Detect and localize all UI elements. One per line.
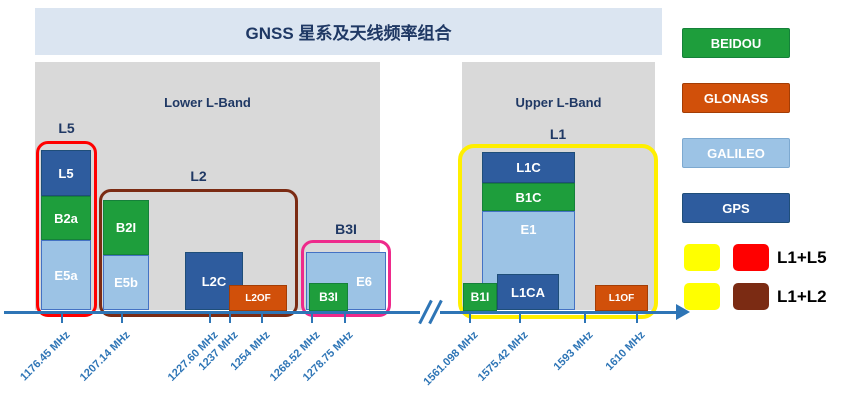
legend-beidou: BEIDOU bbox=[682, 28, 790, 58]
block-b2i: B2I bbox=[103, 200, 149, 255]
axis-tick bbox=[209, 314, 211, 323]
axis-tick bbox=[519, 314, 521, 323]
block-e5b: E5b bbox=[103, 255, 149, 310]
combo-l1l2-yellow-swatch bbox=[684, 283, 720, 310]
lower-lband-label: Lower L-Band bbox=[164, 95, 251, 110]
legend-glonass: GLONASS bbox=[682, 83, 790, 113]
l5-group-label: L5 bbox=[58, 120, 75, 136]
b3i-group-label: B3I bbox=[335, 221, 357, 237]
page-title: GNSS 星系及天线频率组合 bbox=[245, 24, 452, 43]
axis-tick bbox=[636, 314, 638, 323]
upper-lband-label: Upper L-Band bbox=[515, 95, 602, 110]
block-l1ca: L1CA bbox=[497, 274, 559, 310]
axis-tick bbox=[469, 314, 471, 323]
axis-tick bbox=[344, 314, 346, 323]
block-b2a: B2a bbox=[41, 196, 91, 240]
l2-group-outline bbox=[99, 189, 298, 317]
block-e5a: E5a bbox=[41, 240, 91, 310]
combo-l1l5-yellow-swatch bbox=[684, 244, 720, 271]
axis-tick bbox=[121, 314, 123, 323]
legend-gps: GPS bbox=[682, 193, 790, 223]
block-l1c: L1C bbox=[482, 152, 575, 183]
combo-l1l5-red-swatch bbox=[733, 244, 769, 271]
frequency-axis bbox=[4, 311, 680, 314]
b3i-group-outline bbox=[301, 240, 391, 317]
l1-group-outline bbox=[458, 144, 658, 319]
l2-group-label: L2 bbox=[190, 168, 207, 184]
block-l2of: L2OF bbox=[229, 285, 287, 311]
l1-group-label: L1 bbox=[549, 126, 567, 142]
combo-l1l5-label: L1+L5 bbox=[777, 247, 827, 267]
block-l1of: L1OF bbox=[595, 285, 648, 311]
combo-l1l2-label: L1+L2 bbox=[777, 286, 827, 306]
axis-tick bbox=[584, 314, 586, 323]
axis-break bbox=[420, 308, 440, 316]
block-b1i: B1I bbox=[463, 283, 497, 311]
axis-tick bbox=[229, 314, 231, 323]
axis-tick bbox=[61, 314, 63, 323]
l5-group-outline bbox=[36, 141, 97, 317]
block-b3i: B3I bbox=[309, 283, 348, 311]
diagram-title-bar: GNSS 星系及天线频率组合 bbox=[35, 8, 662, 55]
block-l5: L5 bbox=[41, 150, 91, 196]
axis-tick bbox=[261, 314, 263, 323]
legend-galileo: GALILEO bbox=[682, 138, 790, 168]
block-b1c: B1C bbox=[482, 183, 575, 211]
combo-l1l2-brown-swatch bbox=[733, 283, 769, 310]
axis-tick bbox=[311, 314, 313, 323]
